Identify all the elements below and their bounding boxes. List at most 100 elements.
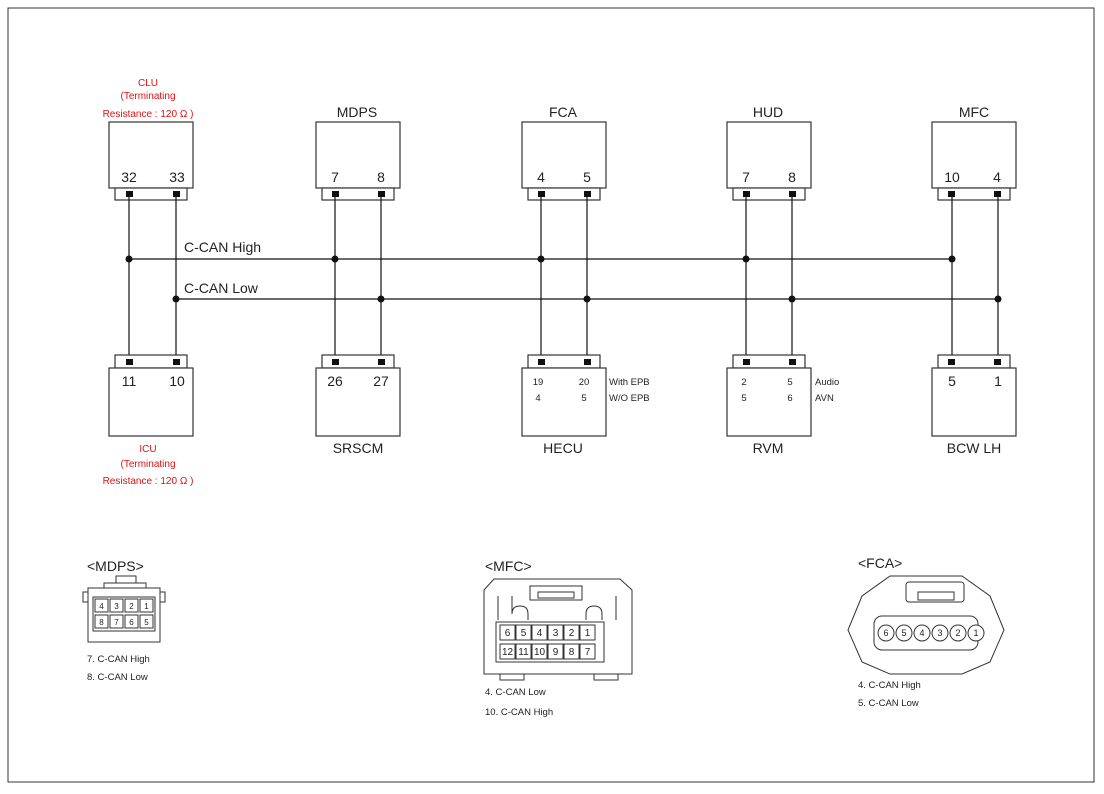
low-drop-wires [175, 197, 999, 361]
clu-pin-33-terminal [173, 191, 180, 197]
mdps-cavity: 8 [99, 618, 104, 627]
module-mdps: MDPS 7 8 [315, 104, 401, 201]
mdps-connector-strip [321, 187, 395, 201]
hud-connector-strip [732, 187, 806, 201]
hecu-pin-19-terminal [538, 359, 545, 365]
mfc-connector-strip [937, 187, 1011, 201]
hecu-with-epb-label: With EPB [609, 377, 650, 388]
fca-connector-strip [527, 187, 601, 201]
junction-dot [583, 295, 591, 303]
fca-connector-title: <FCA> [858, 555, 902, 571]
mdps-note-1: 7. C-CAN High [87, 654, 150, 665]
srscm-box [315, 367, 401, 437]
clu-pin-32: 32 [121, 169, 137, 185]
mfc-connector-title: <MFC> [485, 558, 532, 574]
mdps-pin-8: 8 [377, 169, 385, 185]
connector-mdps: <MDPS> 4 3 2 1 8 7 6 5 7. C-CAN High 8. … [82, 558, 166, 683]
junction-dot [537, 255, 545, 263]
junction-dot [948, 255, 956, 263]
connector-fca: <FCA> 6 5 4 3 2 1 4. C-CAN High 5. C-CAN… [847, 555, 1005, 709]
mfc-cavity: 10 [534, 647, 546, 658]
high-drop-wires [128, 197, 953, 361]
module-rvm: 2 5 Audio 5 6 AVN RVM [726, 354, 839, 456]
mfc-cavity: 6 [505, 628, 511, 639]
hecu-pin-4: 4 [535, 393, 540, 404]
hud-pin-8-terminal [789, 191, 796, 197]
mfc-cavity: 2 [569, 628, 575, 639]
icu-pin-11: 11 [122, 373, 137, 389]
mfc-cavity: 9 [553, 647, 559, 658]
fca-note-1: 4. C-CAN High [858, 680, 921, 691]
hecu-pin-5: 5 [581, 393, 586, 404]
mdps-rib-left [82, 591, 89, 603]
mfc-cavity: 11 [518, 647, 529, 658]
mfc-cavity: 5 [521, 628, 527, 639]
bcw-pin-5: 5 [948, 373, 956, 389]
hud-pin-8: 8 [788, 169, 796, 185]
srscm-pin-27-terminal [378, 359, 385, 365]
srscm-pin-26-terminal [332, 359, 339, 365]
mfc-pin-4-terminal [994, 191, 1001, 197]
mfc-note-1: 4. C-CAN Low [485, 687, 546, 698]
hud-pin-7-terminal [743, 191, 750, 197]
module-srscm: 26 27 SRSCM [315, 354, 401, 456]
mdps-note-2: 8. C-CAN Low [87, 672, 148, 683]
rvm-box [726, 367, 812, 437]
fca-cavity: 6 [883, 628, 888, 638]
rvm-pin-6: 6 [787, 393, 792, 404]
mdps-title: MDPS [337, 104, 377, 120]
hecu-pin-20-terminal [584, 359, 591, 365]
module-mfc: MFC 10 4 [931, 104, 1017, 201]
fca-pin-5-terminal [584, 191, 591, 197]
mfc-latch-slot [537, 591, 575, 599]
mdps-cavity: 4 [99, 602, 104, 611]
hecu-title: HECU [543, 440, 583, 456]
rvm-title: RVM [753, 440, 784, 456]
can-low-label: C-CAN Low [184, 280, 259, 296]
rvm-pin-2-terminal [743, 359, 750, 365]
hud-pin-7: 7 [742, 169, 750, 185]
fca-latch-slot [917, 591, 955, 601]
mfc-foot-right [593, 673, 619, 681]
clu-pin-33: 33 [169, 169, 185, 185]
can-high-label: C-CAN High [184, 239, 261, 255]
fca-title: FCA [549, 104, 578, 120]
hecu-wo-epb-label: W/O EPB [609, 393, 650, 404]
mdps-cavity: 2 [129, 602, 134, 611]
hecu-box [521, 367, 607, 437]
mfc-cavity: 1 [585, 628, 591, 639]
junction-dot [788, 295, 796, 303]
fca-cavity: 3 [937, 628, 942, 638]
mdps-cavity: 5 [144, 618, 149, 627]
bcw-box [931, 367, 1017, 437]
bcw-pin-1: 1 [994, 373, 1002, 389]
mfc-cavity: 3 [553, 628, 559, 639]
rvm-pin-5-avn: 5 [741, 393, 746, 404]
fca-pin-4-terminal [538, 191, 545, 197]
fca-pin-4: 4 [537, 169, 545, 185]
junction-dot [742, 255, 750, 263]
junction-dot [125, 255, 133, 263]
bcw-title: BCW LH [947, 440, 1001, 456]
module-bcw-lh: 5 1 BCW LH [931, 354, 1017, 456]
icu-pin-10: 10 [169, 373, 185, 389]
fca-cavity: 2 [955, 628, 960, 638]
junction-dot [172, 295, 180, 303]
mfc-cavity: 4 [537, 628, 543, 639]
mdps-box [315, 121, 401, 189]
hecu-pin-20: 20 [579, 377, 590, 388]
mdps-cavity: 6 [129, 618, 134, 627]
mdps-rib-right [159, 591, 166, 603]
bcw-pin-1-terminal [994, 359, 1001, 365]
fca-note-2: 5. C-CAN Low [858, 698, 919, 709]
mfc-note-2: 10. C-CAN High [485, 707, 553, 718]
rvm-pin-2: 2 [741, 377, 746, 388]
mfc-pin-4: 4 [993, 169, 1001, 185]
junction-dot [994, 295, 1002, 303]
fca-pin-5: 5 [583, 169, 591, 185]
hud-box [726, 121, 812, 189]
fca-cavity: 4 [919, 628, 924, 638]
mfc-cavity: 12 [502, 647, 514, 658]
hecu-pin-19: 19 [533, 377, 544, 388]
